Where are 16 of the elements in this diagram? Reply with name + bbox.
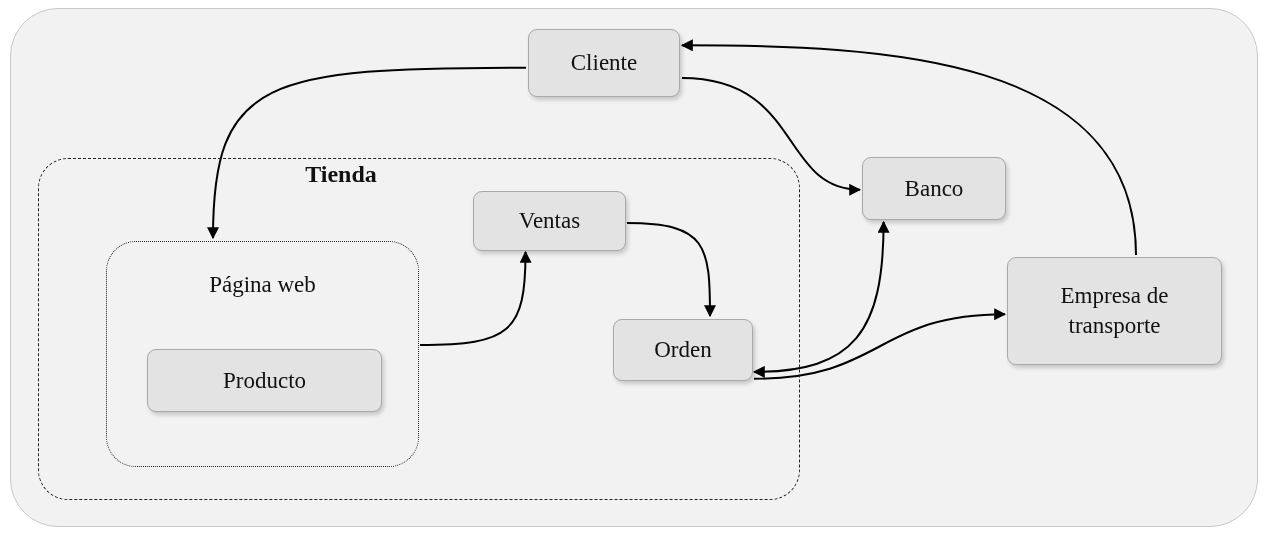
arrow <box>752 220 890 378</box>
arrow <box>419 250 532 347</box>
arrow <box>753 308 1007 380</box>
arrow <box>207 66 527 240</box>
process-box: Empresa de transporte <box>1007 257 1222 365</box>
group-title: Página web <box>209 272 316 298</box>
process-box: Orden <box>613 319 753 381</box>
process-box: Banco <box>862 157 1006 220</box>
process-box: Ventas <box>473 191 626 251</box>
arrow <box>681 76 862 195</box>
process-box: Cliente <box>528 29 680 97</box>
store-region <box>38 158 800 500</box>
arrow <box>626 222 716 318</box>
group-title: Tienda <box>304 161 378 188</box>
process-box: Producto <box>147 349 382 412</box>
arrow <box>680 39 1137 256</box>
